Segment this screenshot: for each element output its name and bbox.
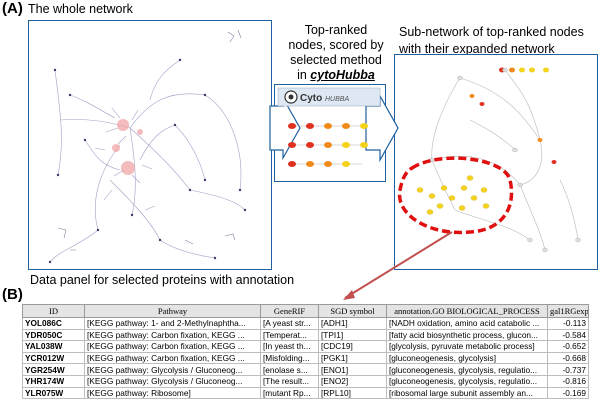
cell-generif[interactable]: [enolase s... bbox=[260, 363, 319, 376]
cell-pathway[interactable]: [KEGG pathway: Ribosome] bbox=[84, 386, 261, 400]
logo-sub: HUBBA bbox=[325, 96, 349, 103]
middle-caption-line-2: nodes, scored by bbox=[288, 38, 384, 52]
panel-b-label: (B) bbox=[2, 286, 23, 303]
table-row[interactable]: YDR050C [KEGG pathway: Carbon fixation, … bbox=[22, 328, 589, 342]
pointer-arrow-line bbox=[344, 231, 453, 299]
cytohubba-emphasis: cytoHubba bbox=[310, 68, 375, 82]
cell-pathway[interactable]: [KEGG pathway: Carbon fixation, KEGG ... bbox=[84, 328, 261, 342]
cell-gal1rgexp[interactable]: -0.668 bbox=[547, 351, 589, 365]
cell-generif[interactable]: [mutant Rp... bbox=[260, 386, 319, 400]
table-row[interactable]: YAL038W [KEGG pathway: Carbon fixation, … bbox=[22, 340, 589, 353]
panel-b-caption: Data panel for selected proteins with an… bbox=[30, 273, 295, 287]
cell-gal1rgexp[interactable]: -0.652 bbox=[547, 340, 589, 353]
cell-sgd-symbol[interactable]: [CDC19] bbox=[318, 340, 387, 353]
cell-go-process[interactable]: [NADH oxidation, amino acid catabolic ..… bbox=[386, 317, 548, 330]
table-row[interactable]: YHR174W [KEGG pathway: Glycolysis / Gluc… bbox=[22, 374, 589, 388]
cytohubba-logo: Cyto HUBBA bbox=[277, 87, 381, 107]
column-header-pathway[interactable]: Pathway bbox=[84, 304, 261, 318]
table-row[interactable]: YOL086C [KEGG pathway: 1- and 2-Methylna… bbox=[22, 317, 589, 330]
whole-network-caption: The whole network bbox=[28, 2, 133, 16]
right-caption: Sub-network of top-ranked nodes with the… bbox=[399, 24, 584, 58]
cell-go-process[interactable]: [gluconeogenesis, glycolysis, regulatio.… bbox=[386, 374, 548, 388]
table-row[interactable]: YLR075W [KEGG pathway: Ribosome] [mutant… bbox=[22, 386, 589, 400]
data-panel-table: ID Pathway GeneRIF SGD symbol annotation… bbox=[22, 304, 589, 400]
pointer-arrow-head bbox=[343, 290, 355, 300]
right-caption-line-1: Sub-network of top-ranked nodes bbox=[399, 25, 584, 39]
cell-id[interactable]: YHR174W bbox=[22, 374, 85, 388]
cell-id[interactable]: YGR254W bbox=[22, 363, 85, 376]
whole-network-graph bbox=[49, 59, 246, 263]
logo-text: Cyto bbox=[300, 93, 322, 104]
cell-pathway[interactable]: [KEGG pathway: Carbon fixation, KEGG ... bbox=[84, 351, 261, 365]
table-row[interactable]: YCR012W [KEGG pathway: Carbon fixation, … bbox=[22, 351, 589, 365]
whole-network-small-clusters bbox=[57, 29, 242, 251]
cell-id[interactable]: YCR012W bbox=[22, 351, 85, 365]
cell-id[interactable]: YAL038W bbox=[22, 340, 85, 353]
cell-sgd-symbol[interactable]: [ADH1] bbox=[318, 317, 387, 330]
column-header-gal1rgexp[interactable]: gal1RGexp bbox=[547, 304, 589, 318]
whole-network-nodes bbox=[48, 58, 247, 264]
arrow-left-right bbox=[269, 95, 301, 161]
column-header-sgd-symbol[interactable]: SGD symbol bbox=[318, 304, 387, 318]
cell-generif[interactable]: [The result... bbox=[260, 374, 319, 388]
middle-caption-line-1: Top-ranked bbox=[304, 23, 368, 37]
middle-caption-line-4: in cytoHubba bbox=[297, 68, 375, 82]
panel-a-label: (A) bbox=[2, 0, 23, 17]
subnetwork-cluster-nodes bbox=[416, 175, 490, 215]
cell-sgd-symbol[interactable]: [TPI1] bbox=[318, 328, 387, 342]
cell-go-process[interactable]: [glycolysis, pyruvate metabolic process] bbox=[386, 340, 548, 353]
whole-network-box bbox=[28, 20, 272, 270]
subnetwork-grey-nodes bbox=[429, 67, 581, 253]
cell-sgd-symbol[interactable]: [ENO2] bbox=[318, 374, 387, 388]
cell-go-process[interactable]: [ribosomal large subunit assembly an... bbox=[386, 386, 548, 400]
ranked-nodes bbox=[288, 123, 368, 167]
middle-caption-line-3: selected method bbox=[290, 53, 382, 67]
table-header-row: ID Pathway GeneRIF SGD symbol annotation… bbox=[22, 304, 589, 318]
cell-go-process[interactable]: [gluconeogenesis, glycolysis, regulatio.… bbox=[386, 363, 548, 376]
highlight-dashed-region bbox=[397, 156, 514, 235]
cell-pathway[interactable]: [KEGG pathway: Glycolysis / Gluconeog... bbox=[84, 363, 261, 376]
cell-generif[interactable]: [In yeast th... bbox=[260, 340, 319, 353]
cell-generif[interactable]: [Temperat... bbox=[260, 328, 319, 342]
column-header-id[interactable]: ID bbox=[22, 304, 85, 318]
cell-gal1rgexp[interactable]: -0.169 bbox=[547, 386, 589, 400]
cell-pathway[interactable]: [KEGG pathway: Carbon fixation, KEGG ... bbox=[84, 340, 261, 353]
cell-gal1rgexp[interactable]: -0.816 bbox=[547, 374, 589, 388]
cell-gal1rgexp[interactable]: -0.737 bbox=[547, 363, 589, 376]
cell-sgd-symbol[interactable]: [RPL10] bbox=[318, 386, 387, 400]
table-row[interactable]: YGR254W [KEGG pathway: Glycolysis / Gluc… bbox=[22, 363, 589, 376]
column-header-generif[interactable]: GeneRIF bbox=[260, 304, 319, 318]
cell-id[interactable]: YDR050C bbox=[22, 328, 85, 342]
cell-id[interactable]: YLR075W bbox=[22, 386, 85, 400]
cell-go-process[interactable]: [fatty acid biosynthetic process, glucon… bbox=[386, 328, 548, 342]
middle-caption: Top-ranked nodes, scored by selected met… bbox=[285, 23, 387, 83]
right-caption-line-2: with their expanded network bbox=[399, 42, 555, 56]
cell-generif[interactable]: [A yeast str... bbox=[260, 317, 319, 330]
cell-generif[interactable]: [Misfolding... bbox=[260, 351, 319, 365]
cell-sgd-symbol[interactable]: [PGK1] bbox=[318, 351, 387, 365]
cell-go-process[interactable]: [gluconeogenesis, glycolysis] bbox=[386, 351, 548, 365]
cell-gal1rgexp[interactable]: -0.113 bbox=[547, 317, 589, 330]
subnetwork-top-nodes bbox=[469, 67, 557, 164]
cell-gal1rgexp[interactable]: -0.584 bbox=[547, 328, 589, 342]
cell-sgd-symbol[interactable]: [ENO1] bbox=[318, 363, 387, 376]
column-header-go-process[interactable]: annotation.GO BIOLOGICAL_PROCESS bbox=[386, 304, 548, 318]
cell-pathway[interactable]: [KEGG pathway: Glycolysis / Gluconeog... bbox=[84, 374, 261, 388]
cell-id[interactable]: YOL086C bbox=[22, 317, 85, 330]
subnetwork-graph bbox=[431, 69, 579, 251]
cell-pathway[interactable]: [KEGG pathway: 1- and 2-Methylnaphtha... bbox=[84, 317, 261, 330]
whole-network-hubs bbox=[112, 119, 143, 175]
